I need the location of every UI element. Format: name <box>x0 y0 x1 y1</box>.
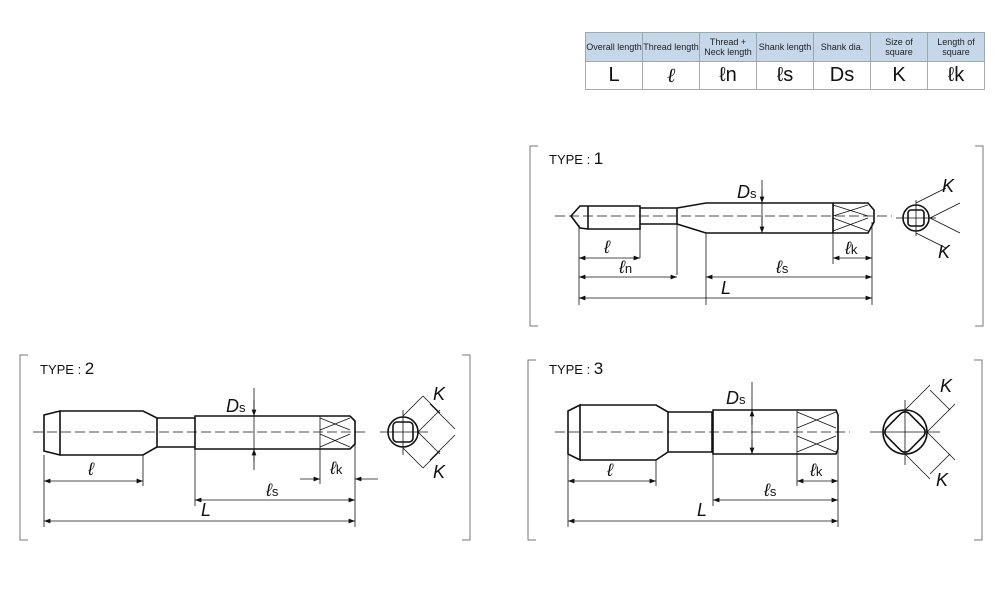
type-1-l-label: ℓ <box>603 237 611 257</box>
symbol-L: L <box>585 61 643 90</box>
type-3-lk-label: ℓk <box>809 460 823 480</box>
svg-text:K: K <box>938 242 951 262</box>
type-2-drawing: TYPE : 2 Ds ℓ ℓk ℓs L K K <box>19 354 471 541</box>
type-2-label: TYPE : 2 <box>40 359 94 378</box>
type-2-lk-label: ℓk <box>329 458 343 478</box>
type-1-L-label: L <box>721 278 731 298</box>
symbol-K: K <box>870 61 928 90</box>
table-symbol-row: L ℓ ℓn ℓs Ds K ℓk <box>585 61 985 90</box>
svg-text:K: K <box>433 384 446 404</box>
type-1-label: TYPE : 1 <box>549 149 603 168</box>
type-3-l-label: ℓ <box>606 460 614 480</box>
type-3-bracket <box>527 359 983 541</box>
header-size-of-square: Size of square <box>870 32 928 62</box>
type-2-bracket <box>19 354 471 541</box>
type-3-drawing: TYPE : 3 Ds ℓ ℓk ℓs L K K <box>527 359 983 541</box>
table-header-row: Overall length Thread length Thread + Ne… <box>585 32 985 62</box>
svg-text:K: K <box>942 176 955 196</box>
header-shank-length: Shank length <box>756 32 814 62</box>
header-overall-length: Overall length <box>585 32 643 62</box>
type-1-ds-label: Ds <box>737 182 757 202</box>
header-shank-dia: Shank dia. <box>813 32 871 62</box>
symbol-ln: ℓn <box>699 61 757 90</box>
type-1-tap-outline <box>569 202 875 234</box>
type-2-end-view: K K <box>380 384 456 482</box>
type-2-ls-label: ℓs <box>265 480 279 500</box>
type-1-bracket <box>529 145 984 327</box>
header-thread-neck-length: Thread + Neck length <box>699 32 757 62</box>
type-1-lk-label: ℓk <box>844 238 858 258</box>
dimension-legend-table: Overall length Thread length Thread + Ne… <box>585 32 985 90</box>
svg-text:K: K <box>936 470 949 490</box>
svg-text:K: K <box>433 462 446 482</box>
type-2-L-label: L <box>201 500 211 520</box>
type-3-ds-label: Ds <box>726 388 746 408</box>
type-3-end-view: K K <box>870 376 956 490</box>
type-3-label: TYPE : 3 <box>549 359 603 378</box>
type-1-drawing: TYPE : 1 Ds ℓ ℓn ℓs ℓk L K K <box>529 145 984 327</box>
type-3-L-label: L <box>697 500 707 520</box>
type-2-tap-outline <box>43 409 356 457</box>
type-1-ls-label: ℓs <box>775 257 789 277</box>
type-2-ds-label: Ds <box>226 396 246 416</box>
type-1-end-view: K K <box>896 176 961 262</box>
type-1-ln-label: ℓn <box>618 257 632 277</box>
type-3-ls-label: ℓs <box>763 480 777 500</box>
symbol-l: ℓ <box>642 61 700 90</box>
symbol-Ds: Ds <box>813 61 871 90</box>
symbol-ls: ℓs <box>756 61 814 90</box>
symbol-lk: ℓk <box>927 61 985 90</box>
type-2-l-label: ℓ <box>87 459 95 479</box>
svg-text:K: K <box>940 376 953 396</box>
